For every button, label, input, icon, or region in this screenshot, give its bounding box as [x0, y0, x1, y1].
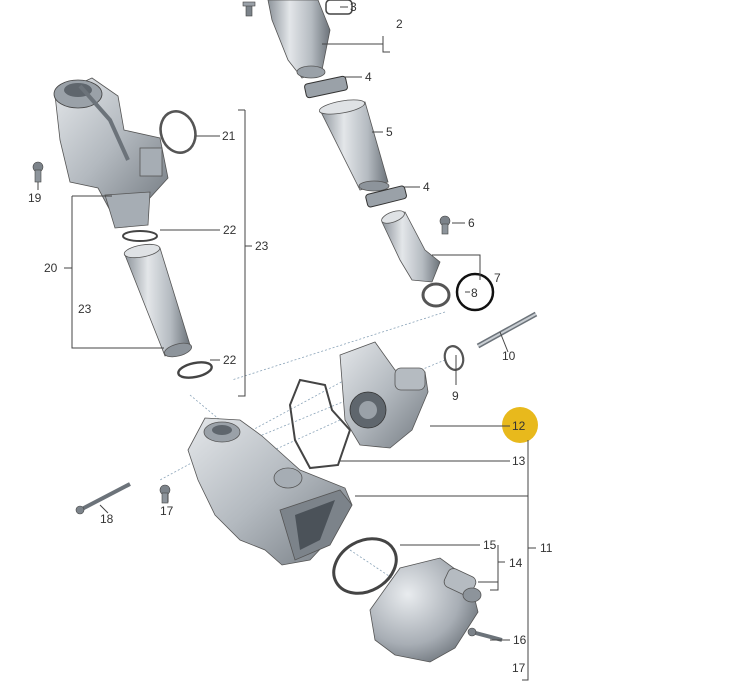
highlight-ring-part-8 — [455, 272, 495, 312]
label-part-2: 2 — [396, 17, 403, 31]
seal-ring-part-4-lower — [365, 185, 407, 208]
o-ring-part-21 — [159, 110, 197, 154]
label-part-5: 5 — [386, 125, 393, 139]
bolt-part-18 — [75, 482, 131, 515]
label-part-17-right: 17 — [512, 661, 526, 675]
seal-part-22-lower — [177, 361, 213, 379]
label-part-22-upper: 22 — [223, 223, 237, 237]
label-part-3: 3 — [350, 0, 357, 14]
elbow-connector-part-7 — [381, 210, 441, 283]
label-part-11: 11 — [540, 541, 553, 555]
sleeve-part-5 — [318, 99, 390, 192]
label-part-23-right: 23 — [255, 239, 269, 253]
bolt-part-17-left — [159, 484, 171, 504]
o-ring-part-9 — [443, 345, 465, 371]
callout-labels: 3 2 4 5 4 6 7 8 9 10 11 12 13 14 15 16 1… — [28, 0, 553, 675]
actuator-valve-part-21 — [53, 77, 169, 215]
label-part-22-lower: 22 — [223, 353, 237, 367]
bracket-lines — [64, 36, 536, 681]
label-part-19: 19 — [28, 191, 42, 205]
flange-part-20 — [104, 191, 151, 229]
bolt-part-16 — [467, 627, 503, 642]
water-pump-part-12 — [339, 341, 429, 449]
label-part-18: 18 — [100, 512, 114, 526]
housing-body-part-11 — [187, 417, 353, 566]
leader-lines — [37, 6, 528, 641]
thermostat-cover-part-14 — [369, 557, 482, 663]
label-part-13: 13 — [512, 454, 526, 468]
seal-ring-part-4-upper — [304, 75, 348, 99]
label-part-4-lower: 4 — [423, 180, 430, 194]
clip-part-3 — [325, 0, 353, 15]
o-ring-part-8 — [421, 282, 451, 308]
label-part-4-upper: 4 — [365, 70, 372, 84]
label-part-23-left: 23 — [78, 302, 92, 316]
label-part-20: 20 — [44, 261, 58, 275]
label-part-21: 21 — [222, 129, 236, 143]
seal-part-22-upper — [122, 230, 158, 242]
label-part-8: 8 — [471, 286, 478, 300]
label-part-10: 10 — [502, 349, 516, 363]
bolt-part-6 — [439, 215, 451, 235]
label-part-7: 7 — [494, 271, 501, 285]
bolt-part-19 — [32, 161, 44, 183]
label-part-16: 16 — [513, 633, 527, 647]
stud-bolt-part-10 — [476, 311, 538, 349]
bolt-part-1 — [242, 1, 256, 17]
o-ring-part-15 — [332, 537, 398, 595]
label-part-17-left: 17 — [160, 504, 174, 518]
label-part-6: 6 — [468, 216, 475, 230]
gasket-part-13 — [288, 378, 352, 470]
pipe-part-23 — [123, 243, 193, 358]
label-part-12: 12 — [512, 419, 526, 433]
label-part-14: 14 — [509, 556, 523, 570]
label-part-9: 9 — [452, 389, 459, 403]
label-part-15: 15 — [483, 538, 497, 552]
highlight-badge-part-12 — [502, 407, 538, 443]
housing-part-2 — [267, 0, 331, 79]
